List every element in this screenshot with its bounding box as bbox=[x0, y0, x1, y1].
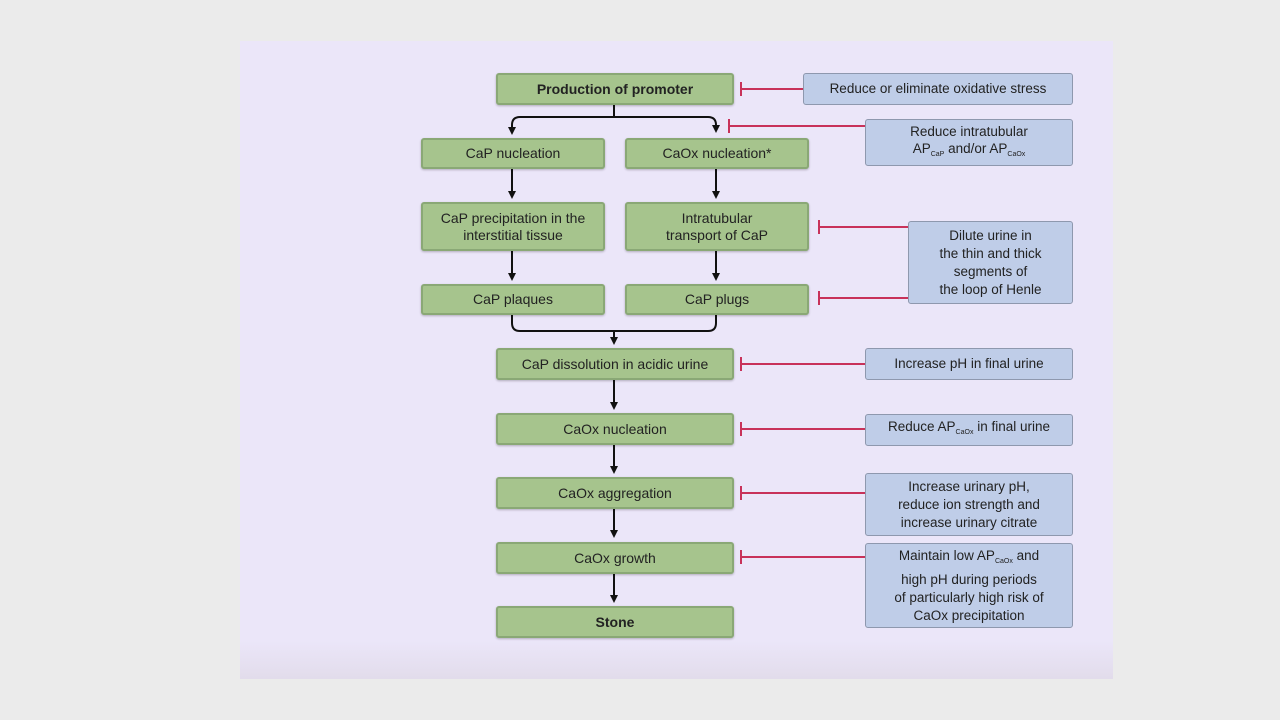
step-label-line1: Intratubular bbox=[681, 209, 753, 226]
step-label: Production of promoter bbox=[536, 80, 694, 97]
intervention-line1: Increase urinary pH, bbox=[908, 478, 1030, 494]
intervention-maintain-low-ap: Maintain low APCaOx and high pH during p… bbox=[865, 543, 1073, 628]
intervention-line4: CaOx precipitation bbox=[913, 607, 1025, 623]
ap-subscript: CaOx bbox=[955, 429, 974, 436]
ap-subscript: CaP bbox=[930, 150, 945, 158]
label-suffix: and bbox=[1012, 547, 1040, 563]
intervention-line3: increase urinary citrate bbox=[900, 514, 1038, 530]
step-cap-plaques: CaP plaques bbox=[421, 284, 605, 315]
intervention-line1: Reduce intratubular bbox=[910, 123, 1028, 139]
step-label-line2: transport of CaP bbox=[666, 226, 768, 243]
intervention-oxidative-stress: Reduce or eliminate oxidative stress bbox=[803, 73, 1073, 105]
intervention-label: Reduce or eliminate oxidative stress bbox=[829, 81, 1047, 96]
intervention-line2: high pH during periods bbox=[901, 571, 1037, 587]
step-cap-precipitation: CaP precipitation in the interstitial ti… bbox=[421, 202, 605, 251]
inhibit-dilute-plugs bbox=[818, 291, 908, 305]
inhibit-reduce-ap bbox=[740, 422, 865, 436]
step-caox-growth: CaOx growth bbox=[496, 542, 734, 574]
intervention-line2: APCaP and/or APCaOx bbox=[913, 140, 1026, 163]
intervention-label: Reduce APCaOx in final urine bbox=[888, 418, 1050, 442]
ap-label: AP bbox=[912, 140, 931, 156]
step-cap-nucleation: CaP nucleation bbox=[421, 138, 605, 169]
step-caox-nucleation: CaOx nucleation bbox=[496, 413, 734, 445]
step-label: CaP plaques bbox=[473, 291, 553, 307]
step-label: CaP nucleation bbox=[465, 145, 561, 161]
step-label: CaOx nucleation bbox=[563, 420, 667, 437]
ap-subscript: CaOx bbox=[1007, 150, 1026, 158]
merge-connector bbox=[511, 315, 717, 343]
intervention-line4: the loop of Henle bbox=[939, 281, 1042, 297]
intervention-line1: Dilute urine in bbox=[949, 227, 1032, 243]
step-label: CaP dissolution in acidic urine bbox=[521, 355, 709, 372]
step-label: CaOx nucleation* bbox=[662, 145, 772, 161]
step-caox-aggregation: CaOx aggregation bbox=[496, 477, 734, 509]
step-production-of-promoter: Production of promoter bbox=[496, 73, 734, 105]
ap-subscript: CaOx bbox=[994, 557, 1013, 565]
inhibit-aggregation bbox=[740, 486, 865, 500]
intervention-line2: reduce ion strength and bbox=[898, 496, 1040, 512]
intervention-dilute-urine: Dilute urine in the thin and thick segme… bbox=[908, 221, 1073, 304]
step-cap-dissolution: CaP dissolution in acidic urine bbox=[496, 348, 734, 380]
intervention-line2: the thin and thick bbox=[939, 245, 1042, 261]
connector-text: and/or bbox=[944, 140, 990, 156]
inhibit-ph-final bbox=[740, 357, 865, 371]
intervention-label: Increase pH in final urine bbox=[894, 356, 1044, 371]
intervention-urinary-ph-citrate: Increase urinary pH, reduce ion strength… bbox=[865, 473, 1073, 536]
step-caox-nucleation-star: CaOx nucleation* bbox=[625, 138, 809, 169]
step-label: CaP plugs bbox=[684, 291, 750, 307]
ap-label: AP bbox=[989, 140, 1008, 156]
inhibit-intratubular bbox=[728, 119, 865, 133]
intervention-intratubular-ap: Reduce intratubular APCaP and/or APCaOx bbox=[865, 119, 1073, 166]
step-label: Stone bbox=[595, 613, 635, 630]
intervention-line3: of particularly high risk of bbox=[894, 589, 1044, 605]
intervention-reduce-ap-caox: Reduce APCaOx in final urine bbox=[865, 414, 1073, 446]
intervention-line1: Maintain low APCaOx and bbox=[899, 547, 1039, 571]
ap-label: Reduce AP bbox=[888, 419, 956, 434]
step-label: CaOx aggregation bbox=[558, 484, 672, 501]
step-label-line2: interstitial tissue bbox=[463, 226, 563, 243]
ap-label: Maintain low AP bbox=[898, 547, 995, 563]
step-label: CaOx growth bbox=[574, 549, 656, 566]
step-cap-plugs: CaP plugs bbox=[625, 284, 809, 315]
step-intratubular-transport: Intratubular transport of CaP bbox=[625, 202, 809, 251]
step-stone: Stone bbox=[496, 606, 734, 638]
step-label-line1: CaP precipitation in the bbox=[440, 209, 586, 226]
inhibit-growth bbox=[740, 550, 865, 564]
label-suffix: in final urine bbox=[973, 419, 1050, 434]
intervention-line3: segments of bbox=[953, 263, 1028, 279]
inhibit-oxidative bbox=[740, 82, 803, 96]
intervention-ph-final-urine: Increase pH in final urine bbox=[865, 348, 1073, 380]
inhibit-dilute-transport bbox=[818, 220, 908, 234]
split-connector bbox=[511, 104, 716, 131]
